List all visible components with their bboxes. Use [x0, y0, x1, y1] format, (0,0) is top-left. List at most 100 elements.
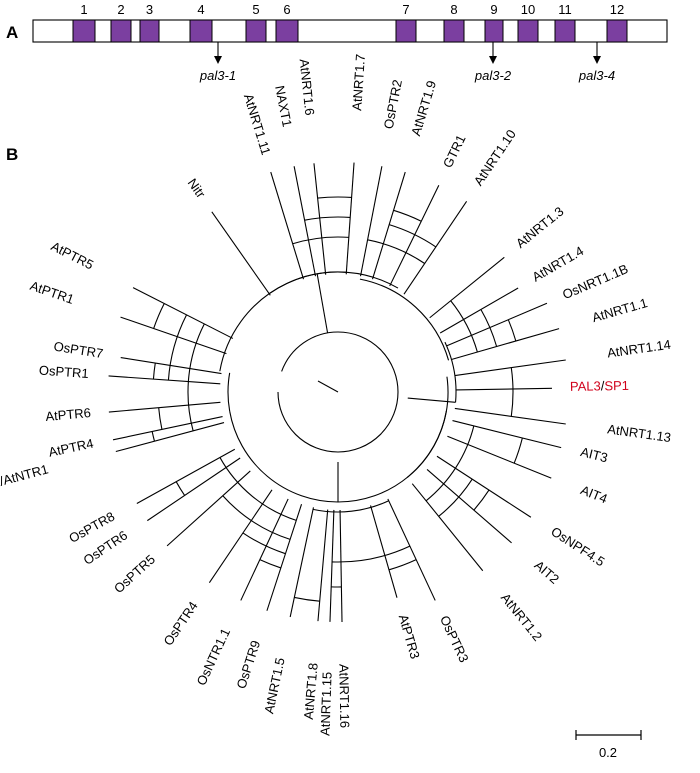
panel-a-letter: A [6, 23, 18, 42]
leaf-branch [293, 166, 317, 277]
leaf-branch [136, 448, 236, 504]
clade-arc-30 [406, 376, 449, 478]
clade-arc-0 [510, 367, 514, 417]
tree-leaf-labels: AtNRT1.14PAL3/SP1AtNRT1.13AIT3AIT4OsNPF4… [0, 53, 672, 736]
clade-arc-14 [151, 431, 156, 442]
leaf-label: AtNRT1.5 [261, 656, 287, 715]
leaf-branch [451, 328, 560, 361]
leaf-branch [240, 498, 289, 601]
clade-arc-24 [393, 209, 422, 222]
leaf-branch [429, 256, 505, 319]
clade-arc-16 [152, 362, 156, 380]
exon-number-11: 11 [558, 2, 572, 17]
leaf-label: GTR1 [440, 132, 469, 170]
allele-arrow-head [593, 56, 601, 64]
exon-number-4: 4 [197, 2, 204, 17]
clade-arc-31 [312, 500, 389, 513]
leaf-label: Nitr [185, 176, 209, 202]
clade-arc-4 [425, 425, 475, 502]
leaf-label: AtNRT1.7 [349, 53, 368, 111]
backbone-stem [316, 273, 329, 334]
leaf-branch [345, 162, 355, 275]
scale-bar: 0.2 [575, 730, 642, 760]
exon-4 [189, 19, 213, 43]
leaf-branch [289, 507, 315, 618]
leaf-branch [266, 504, 303, 611]
leaf-branch [208, 489, 273, 583]
root-branch [317, 380, 339, 393]
leaf-label: AtPTR5 [49, 238, 96, 272]
clade-arc-20 [317, 196, 352, 199]
leaf-label: AtPTR4 [47, 436, 95, 460]
clade-arc-3 [438, 478, 473, 517]
root-arc [281, 331, 339, 372]
phylogenetic-tree [108, 162, 566, 622]
exon-number-9: 9 [490, 2, 497, 17]
clade-arc-1 [513, 437, 523, 464]
leaf-branch [369, 505, 398, 598]
leaf-label: AtNRT1.6 [297, 58, 318, 116]
exon-10 [517, 19, 539, 43]
exon-number-3: 3 [146, 2, 153, 17]
clade-arc-28 [480, 309, 498, 347]
exon-5 [245, 19, 267, 43]
leaf-label: AIT3 [579, 444, 609, 465]
leaf-branch [329, 509, 335, 622]
leaf-label: OsPTR4 [160, 599, 200, 649]
leaf-label: AtNRT1.14 [606, 337, 672, 361]
leaf-label: OsNTR1.1 [194, 626, 234, 688]
leaf-label: AtNRT1.2 [498, 590, 545, 644]
clade-arc-21 [304, 216, 351, 221]
leaf-branch [211, 211, 271, 296]
clade-arc-25 [389, 224, 437, 248]
leaf-label-part: SP1 [604, 378, 629, 393]
leaf-branch [447, 435, 552, 479]
clade-arc-2 [473, 489, 490, 511]
exon-number-8: 8 [450, 2, 457, 17]
exon-number-10: 10 [521, 2, 535, 17]
leaf-branch [411, 483, 484, 572]
leaf-label: AIT4 [579, 482, 610, 506]
allele-label-pal3-2: pal3-2 [474, 68, 512, 83]
leaf-branch [317, 509, 329, 622]
leaf-branch [389, 185, 440, 287]
exon-11 [554, 19, 576, 43]
clade-arc-27 [507, 319, 517, 342]
leaf-label: AtPTR3 [396, 613, 423, 661]
exon-number-1: 1 [80, 2, 87, 17]
exon-7 [395, 19, 417, 43]
leaf-branch [455, 387, 552, 391]
leaf-label: OsNPF4.5 [548, 524, 607, 570]
leaf-branch [166, 470, 251, 547]
leaf-branch [120, 316, 227, 355]
clade-arc-19 [187, 323, 205, 431]
clade-arc-10 [242, 532, 286, 555]
leaf-branch [359, 166, 383, 277]
leaf-label: OsPTR3 [437, 613, 472, 665]
leaf-label: AtPTR6 [45, 405, 92, 424]
leaf-label-part: PAL3 [570, 379, 601, 395]
exon-number-2: 2 [117, 2, 124, 17]
clade-arc-26 [367, 239, 425, 264]
leaf-branch [108, 401, 221, 413]
exon-12 [606, 19, 628, 43]
allele-arrow-head [489, 56, 497, 64]
leaf-branch [147, 457, 241, 522]
leaf-label: AtNRT1.8 [301, 662, 321, 720]
backbone-arc [219, 271, 399, 372]
leaf-label-part: / [601, 379, 605, 394]
leaf-label: AtNRT1.1 [590, 295, 649, 325]
leaf-branch [454, 407, 566, 425]
root-arc [277, 331, 399, 453]
leaf-label: OsNRT1.1B [560, 261, 630, 302]
leaf-label: OsPTR9 [233, 639, 263, 691]
leaf-label: OsPTR5 [111, 552, 158, 596]
clade-arc-15 [158, 407, 163, 430]
leaf-branch [403, 201, 468, 295]
exon-6 [275, 19, 299, 43]
backbone-arc [444, 341, 457, 403]
leaf-label: NAXT1 [272, 84, 295, 128]
leaf-label: OsPTR1 [38, 363, 89, 381]
allele-label-pal3-1: pal3-1 [199, 68, 236, 83]
